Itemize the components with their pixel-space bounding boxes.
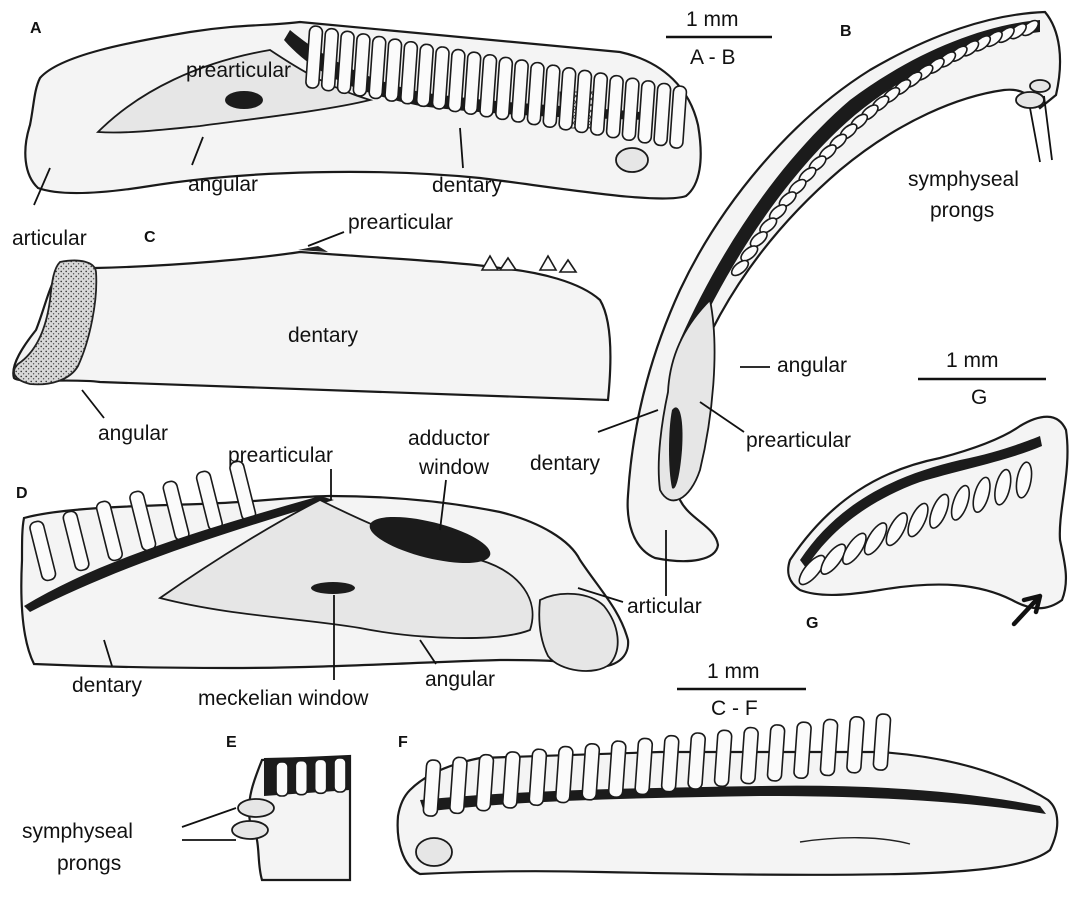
panel-label-f: F: [398, 734, 408, 751]
label-b-symphyseal-2: prongs: [930, 199, 994, 222]
panel-e-prong-1: [238, 799, 274, 817]
panel-e-prong-2: [232, 821, 268, 839]
label-a-angular: angular: [188, 173, 258, 196]
scale-bar-g: 1 mm G: [918, 349, 1046, 409]
label-d-prearticular: prearticular: [228, 444, 333, 467]
label-d-meckelian: meckelian window: [198, 687, 369, 710]
scale-ab-caption: A - B: [690, 46, 736, 69]
label-d-adductor-1: adductor: [408, 427, 490, 450]
tooth: [582, 743, 600, 800]
panel-b-prong-1: [1016, 92, 1044, 108]
label-c-angular: angular: [98, 422, 168, 445]
tooth: [767, 724, 785, 781]
label-a-dentary: dentary: [432, 174, 503, 197]
label-e-symphyseal-2: prongs: [57, 852, 121, 875]
label-b-angular: angular: [777, 354, 847, 377]
tooth: [847, 716, 865, 773]
panel-c-teeth: [482, 256, 576, 272]
scale-ab-value: 1 mm: [686, 8, 739, 31]
lead-c-angular: [82, 390, 104, 418]
panel-f: F: [398, 714, 1058, 875]
panel-label-a: A: [30, 20, 42, 37]
lead-e-symphyseal: [182, 808, 236, 840]
scale-g-caption: G: [971, 386, 987, 409]
scale-cf-caption: C - F: [711, 697, 758, 720]
panel-a-foramen: [225, 91, 263, 109]
tooth: [476, 754, 494, 811]
panel-label-c: C: [144, 229, 156, 246]
label-b-prearticular: prearticular: [746, 429, 851, 452]
scale-cf-value: 1 mm: [707, 660, 760, 683]
tooth: [334, 758, 346, 792]
scale-bar-ab: 1 mm A - B: [666, 8, 772, 69]
tooth: [820, 719, 838, 776]
label-a-prearticular: prearticular: [186, 59, 291, 82]
tooth: [635, 738, 653, 795]
scale-bar-cf: 1 mm C - F: [677, 660, 806, 720]
tooth: [608, 741, 626, 798]
panel-c: C prearticular dentary angular: [13, 211, 610, 445]
panel-label-e: E: [226, 734, 237, 751]
tooth: [529, 749, 547, 806]
panel-label-b: B: [840, 23, 852, 40]
tooth: [502, 752, 520, 809]
tooth: [688, 733, 706, 790]
panel-d-meckelian-window: [311, 582, 355, 594]
tooth: [741, 727, 759, 784]
panel-e: E symphyseal prongs: [22, 734, 350, 880]
label-d-articular: articular: [627, 595, 702, 618]
tooth: [555, 746, 573, 803]
tooth: [794, 722, 812, 779]
lead-c-prearticular: [308, 232, 344, 246]
label-d-adductor-2: window: [418, 456, 490, 479]
label-b-symphyseal-1: symphyseal: [908, 168, 1019, 191]
tooth: [276, 762, 288, 796]
tooth: [661, 735, 679, 792]
tooth: [315, 759, 327, 793]
label-c-prearticular: prearticular: [348, 211, 453, 234]
scale-g-value: 1 mm: [946, 349, 999, 372]
panel-a-anterior-knob: [616, 148, 648, 172]
label-b-dentary: dentary: [530, 452, 601, 475]
label-d-angular: angular: [425, 668, 495, 691]
tooth: [295, 761, 307, 795]
label-d-dentary: dentary: [72, 674, 143, 697]
tooth: [449, 757, 467, 814]
tooth: [873, 714, 891, 771]
tooth: [714, 730, 732, 787]
panel-b-prong-2: [1030, 80, 1050, 92]
label-e-symphyseal-1: symphyseal: [22, 820, 133, 843]
panel-f-knob: [416, 838, 452, 866]
label-a-articular: articular: [12, 227, 87, 250]
panel-label-d: D: [16, 485, 28, 502]
label-c-dentary: dentary: [288, 324, 359, 347]
tooth: [423, 760, 441, 817]
panel-label-g: G: [806, 615, 818, 632]
